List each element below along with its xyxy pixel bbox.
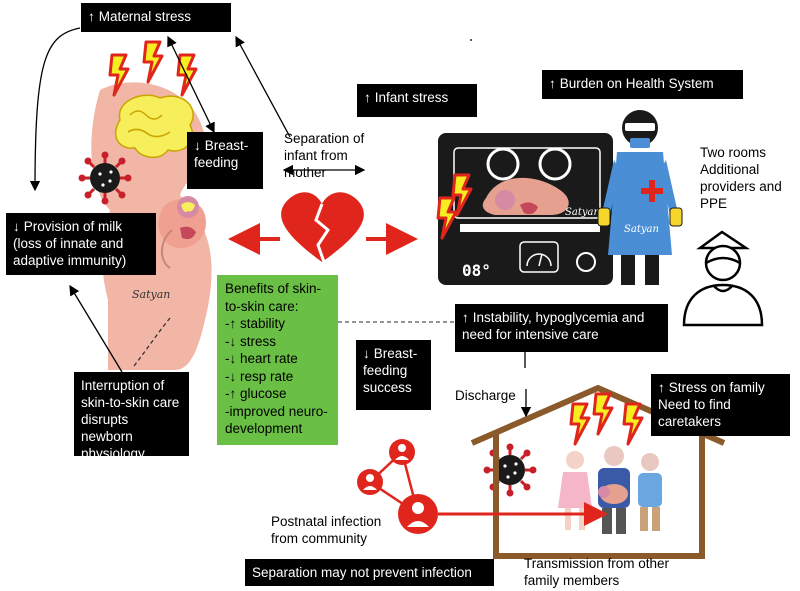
svg-text:Satyan: Satyan xyxy=(565,207,600,218)
benefits-panel: Benefits of skin-to-skin care: -↑ stabil… xyxy=(217,275,338,445)
nurse-icon xyxy=(682,230,764,327)
breastfeeding-label: Breast- feeding xyxy=(194,138,249,170)
separation-not-prevent-label: Separation may not prevent infection xyxy=(252,565,472,580)
benefit-item: -improved neuro-development xyxy=(225,403,328,437)
infant-stress-box: ↑Infant stress xyxy=(357,84,477,117)
health-worker-figure: Satyan xyxy=(597,110,683,285)
family-figures xyxy=(558,446,662,534)
stress-on-family-box: ↑Stress on family Need to find caretaker… xyxy=(651,374,790,436)
two-rooms-text: Two rooms Additional providers and PPE xyxy=(700,145,782,211)
stress-bolt-icon xyxy=(142,40,164,84)
breastfeeding-success-box: ↓Breast- feeding success xyxy=(356,340,431,410)
burden-label: Burden on Health System xyxy=(559,76,714,91)
stress-bolt-icon xyxy=(622,402,644,446)
virus-icon xyxy=(77,150,133,206)
mother-signature: Satyan xyxy=(132,288,170,301)
person-icon xyxy=(389,439,415,465)
provision-of-milk-box: ↓Provision of milk (loss of innate and a… xyxy=(6,213,156,275)
discharge-text: Discharge xyxy=(455,388,516,403)
interruption-label: Interruption of skin-to-skin care disrup… xyxy=(81,378,180,461)
benefit-item: -↓ heart rate xyxy=(225,351,298,366)
separation-not-prevent-box: Separation may not prevent infection xyxy=(245,559,494,586)
incubator-icon: Satyan 08° xyxy=(438,133,613,285)
transmission-text: Transmission from other family members xyxy=(524,556,670,588)
benefit-item: -↓ stress xyxy=(225,333,277,349)
breastfeeding-success-label: Breast- feeding success xyxy=(363,346,418,395)
maternal-stress-label: Maternal stress xyxy=(98,9,192,24)
instability-label: Instability, hypoglycemia and need for i… xyxy=(462,310,645,342)
breastfeeding-box: ↓Breast- feeding xyxy=(187,132,263,189)
broken-heart-icon xyxy=(281,192,364,263)
maternal-stress-box: ↑Maternal stress xyxy=(81,3,231,32)
person-icon xyxy=(357,469,383,495)
instability-box: ↑Instability, hypoglycemia and need for … xyxy=(455,304,668,352)
stress-bolt-icon xyxy=(592,392,614,436)
community-network xyxy=(357,439,608,534)
separation-text: Separation of infant from mother xyxy=(284,131,365,180)
postnatal-infection-text: Postnatal infection from community xyxy=(271,514,382,546)
virus-icon xyxy=(482,442,538,498)
benefit-item: -↑ stability xyxy=(225,316,286,331)
interruption-box: Interruption of skin-to-skin care disrup… xyxy=(74,372,189,461)
burden-box: ↑Burden on Health System xyxy=(542,70,743,99)
incubator-display: 08° xyxy=(462,261,491,280)
svg-text:Satyan: Satyan xyxy=(624,224,659,235)
stress-bolt-icon xyxy=(569,402,591,446)
benefits-title: Benefits of skin-to-skin care: xyxy=(225,281,322,314)
stress-on-family-label: Stress on family Need to find caretakers xyxy=(658,380,765,429)
provision-of-milk-label: Provision of milk (loss of innate and ad… xyxy=(13,219,127,268)
benefit-item: -↑ glucose xyxy=(225,386,287,401)
person-icon xyxy=(398,494,438,534)
infant-stress-label: Infant stress xyxy=(374,90,449,105)
benefit-item: -↓ resp rate xyxy=(225,368,294,384)
